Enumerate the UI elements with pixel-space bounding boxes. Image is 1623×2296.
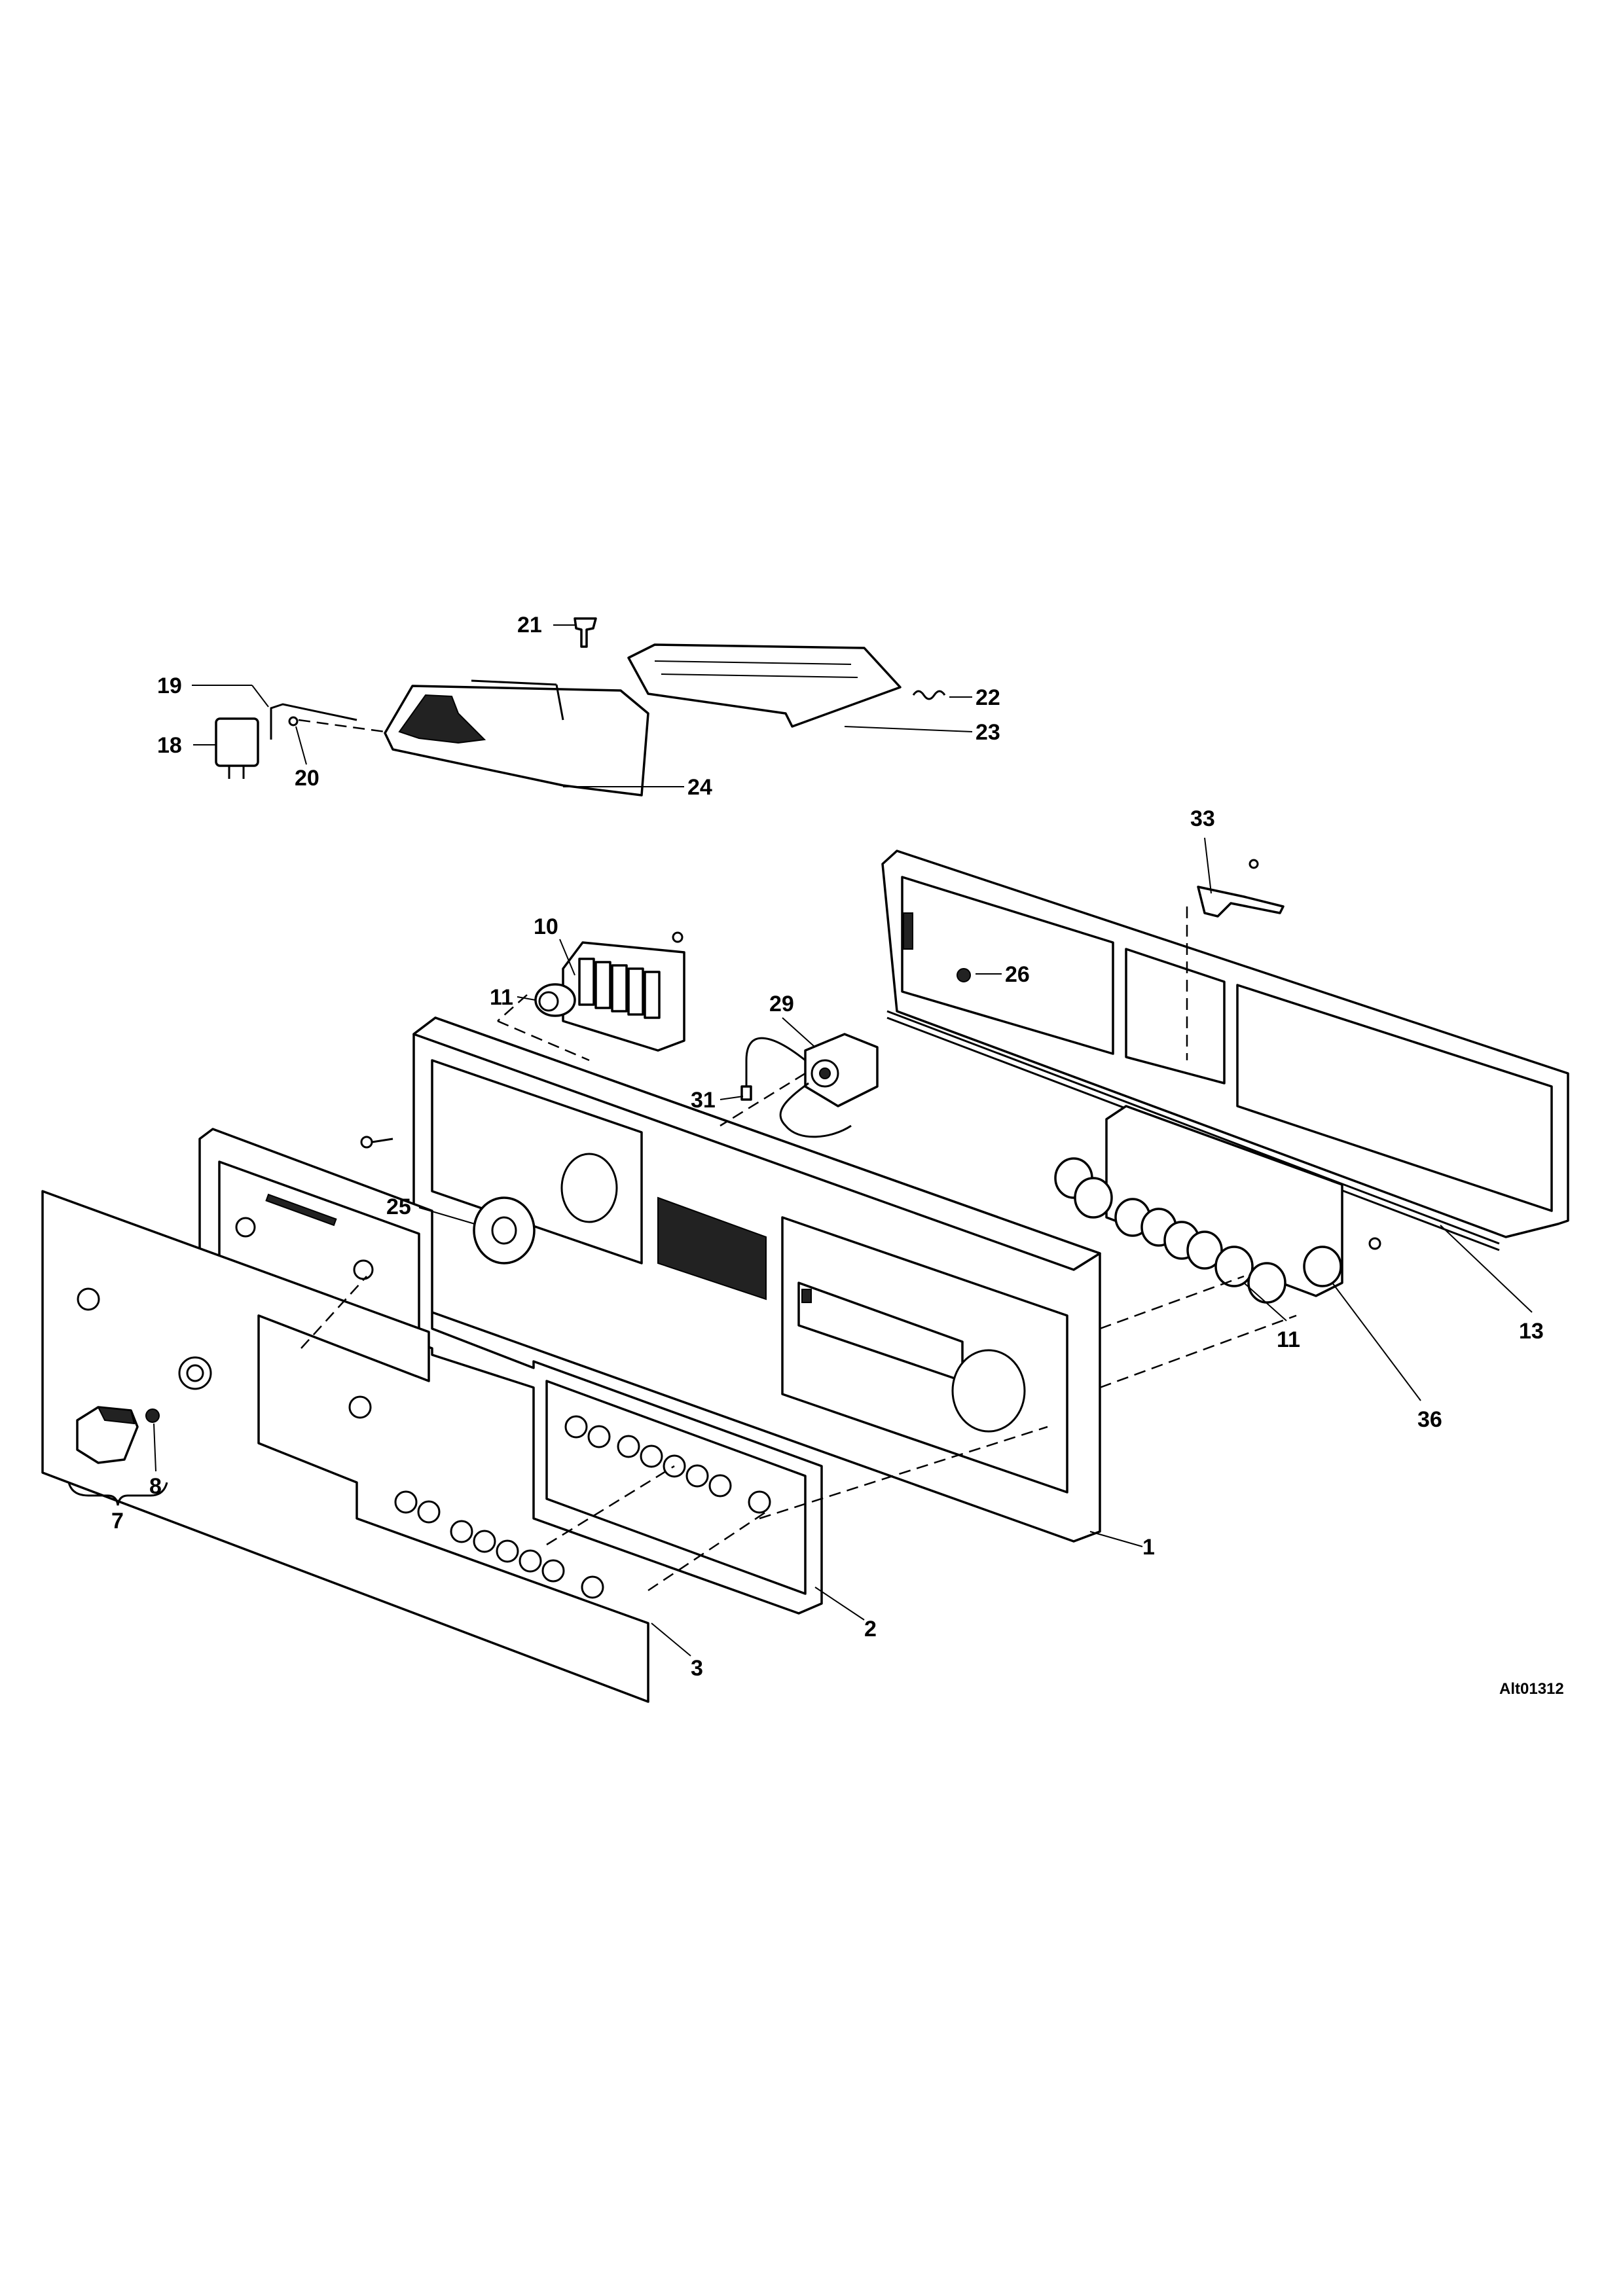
callout-11-left: 11	[490, 985, 513, 1010]
screw-left	[360, 1136, 393, 1149]
part-11-knob-bank	[1054, 1105, 1343, 1304]
callout-22: 22	[976, 685, 1000, 710]
callout-33: 33	[1190, 806, 1215, 831]
part-29-timer-motor	[804, 1033, 879, 1107]
part-10-switch-block	[562, 931, 685, 1052]
part-33-clip	[1186, 859, 1285, 1060]
leader-lines	[153, 624, 1533, 1657]
callout-labels: 21 19 18 20 22 23 24 33 26 10 11 29 31 2…	[111, 613, 1564, 1698]
callout-1: 1	[1142, 1535, 1155, 1560]
callout-7: 7	[111, 1509, 124, 1534]
part-7-knob	[76, 1406, 139, 1464]
callout-18: 18	[157, 733, 182, 758]
part-21-fastener	[574, 617, 597, 648]
callout-23: 23	[976, 720, 1000, 745]
part-26-grommet	[957, 968, 971, 982]
callout-26: 26	[1005, 962, 1030, 987]
callout-24: 24	[687, 775, 712, 800]
callout-10: 10	[534, 914, 558, 939]
callout-3: 3	[691, 1656, 703, 1681]
callout-13: 13	[1519, 1319, 1544, 1344]
part-25-knob-bezel	[473, 1196, 536, 1265]
callout-25: 25	[386, 1194, 411, 1219]
part-31-wire-lead	[740, 1037, 852, 1138]
part-1-control-housing	[412, 1016, 1101, 1543]
callout-29: 29	[769, 992, 794, 1016]
part-36-fitting	[1303, 1237, 1381, 1287]
callout-11-right: 11	[1277, 1327, 1300, 1352]
callout-20: 20	[295, 766, 319, 791]
callout-2: 2	[864, 1617, 877, 1641]
part-18-switch	[215, 717, 259, 779]
callout-31: 31	[691, 1088, 716, 1113]
part-24-left-cover	[384, 679, 649, 797]
callout-8: 8	[149, 1474, 162, 1499]
part-8-spring-clip	[145, 1408, 160, 1423]
part-23-right-cover	[627, 643, 902, 728]
part-3-front-panel	[41, 1190, 649, 1703]
part-13-rear-frame	[881, 850, 1569, 1251]
knob-11-left	[534, 983, 576, 1017]
part-19-bracket	[270, 703, 357, 740]
callout-21: 21	[517, 613, 542, 637]
callout-7-brace	[67, 1482, 168, 1506]
callout-19: 19	[157, 673, 182, 698]
reference-code: Alt01312	[1499, 1680, 1564, 1698]
part-22-spring	[912, 690, 946, 700]
callout-36: 36	[1417, 1407, 1442, 1432]
part-20-pin	[288, 716, 386, 733]
